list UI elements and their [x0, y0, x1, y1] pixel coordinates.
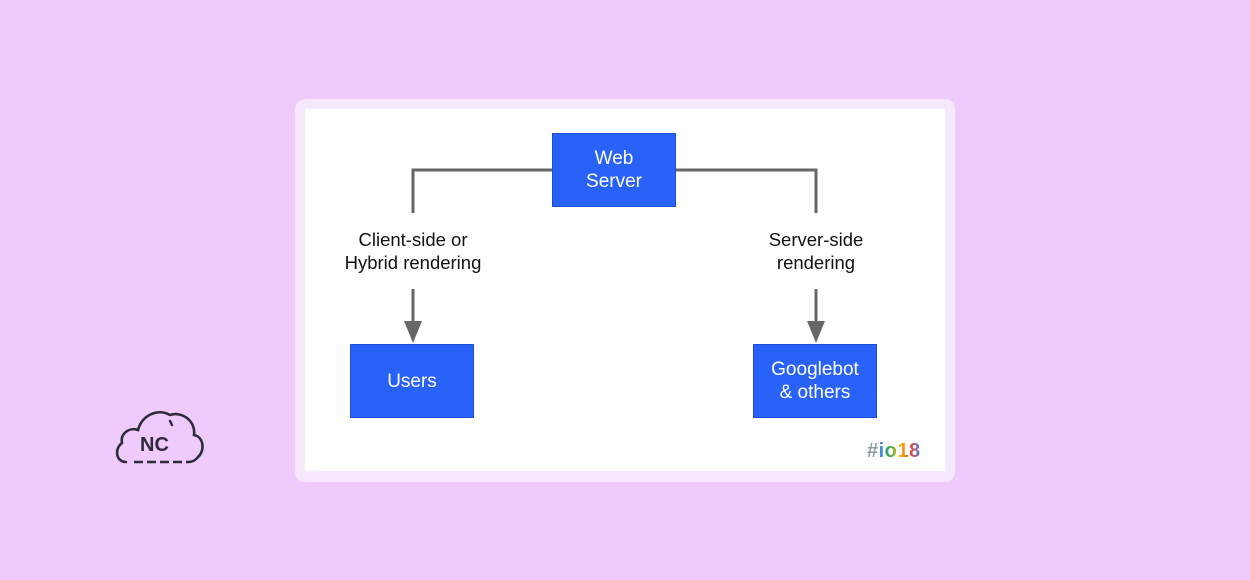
node-web-server: Web Server: [552, 133, 676, 207]
io18-hash: #: [867, 440, 879, 462]
label-client-side-rendering: Client-side or Hybrid rendering: [344, 229, 482, 273]
cloud-icon: NC: [115, 410, 204, 464]
nc-logo: NC: [112, 405, 206, 472]
label-server-side-rendering: Server-side rendering: [768, 229, 864, 273]
node-googlebot: Googlebot & others: [753, 344, 877, 418]
io18-year: io18: [878, 440, 921, 462]
connector-to-client-side: [411, 168, 553, 213]
arrow-head-googlebot: [807, 321, 825, 343]
arrow-head-users: [404, 321, 422, 343]
nc-logo-text: NC: [140, 434, 169, 456]
node-users: Users: [350, 344, 474, 418]
io18-tag: #io18: [867, 440, 921, 463]
connector-to-server-side: [676, 168, 818, 213]
